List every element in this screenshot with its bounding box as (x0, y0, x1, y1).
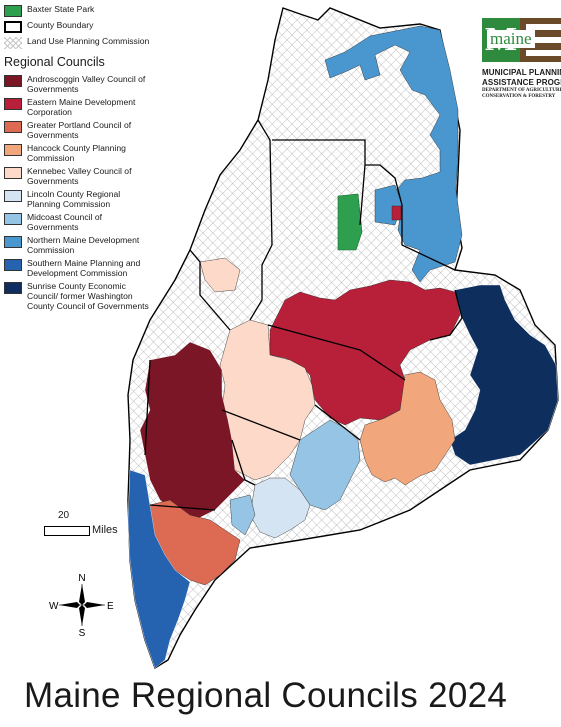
legend-item-council: Midcoast Council of Governments (4, 212, 154, 232)
council-swatch (4, 144, 22, 156)
logo-line3: DEPARTMENT OF AGRICULTURE (482, 88, 561, 93)
council-swatch (4, 213, 22, 225)
compass-w: W (49, 601, 59, 612)
mpap-logo: M MUNICIPAL PLANNING ASSISTANCE PROGRAM … (482, 18, 561, 99)
logo-mark: M (482, 18, 561, 62)
legend-item-council: Sunrise County Economic Council/ former … (4, 281, 154, 311)
council-swatch (4, 167, 22, 179)
council-swatch (4, 236, 22, 248)
page-title: Maine Regional Councils 2024 (24, 676, 508, 715)
legend-item-council: Kennebec Valley Council of Governments (4, 166, 154, 186)
legend-label: County Boundary (27, 20, 94, 30)
council-label: Northern Maine Development Commission (27, 235, 140, 255)
swatch-county-boundary (4, 21, 22, 33)
region-lincoln (249, 477, 311, 539)
council-list: Androscoggin Valley Council of Governmen… (4, 74, 154, 311)
region-hancock (359, 371, 456, 486)
region-androscoggin (139, 341, 246, 521)
council-swatch (4, 282, 22, 294)
swatch-baxter (4, 5, 22, 17)
region-sunrise-county (449, 284, 559, 466)
logo-line1: MUNICIPAL PLANNING (482, 68, 561, 77)
legend-item-council: Hancock County Planning Commission (4, 143, 154, 163)
council-label: Kennebec Valley Council of Governments (27, 166, 132, 186)
legend-item-council: Eastern Maine Development Corporation (4, 97, 154, 117)
council-label: Eastern Maine Development Corporation (27, 97, 136, 117)
council-label: Sunrise County Economic Council/ former … (27, 281, 149, 311)
scale-bar-graphic (44, 526, 90, 536)
swatch-lupc (4, 37, 22, 49)
compass-s: S (79, 628, 86, 638)
council-swatch (4, 259, 22, 271)
council-label: Lincoln County Regional Planning Commiss… (27, 189, 121, 209)
logo-word: maine (487, 30, 535, 48)
council-swatch (4, 190, 22, 202)
council-swatch (4, 98, 22, 110)
compass-rose-icon: N S W E (49, 573, 114, 638)
legend-label: Land Use Planning Commission (27, 36, 150, 46)
legend-item-lupc: Land Use Planning Commission (4, 36, 154, 49)
baxter-state-park (337, 193, 363, 251)
legend-item-county-boundary: County Boundary (4, 20, 154, 33)
scale-unit: Miles (92, 524, 118, 536)
legend-item-council: Androscoggin Valley Council of Governmen… (4, 74, 154, 94)
maine-map (127, 7, 559, 670)
legend: Baxter State Park County Boundary Land U… (4, 4, 154, 314)
logo-line4: CONSERVATION & FORESTRY (482, 94, 556, 99)
compass-e: E (107, 601, 114, 612)
legend-item-council: Greater Portland Council of Governments (4, 120, 154, 140)
council-label: Hancock County Planning Commission (27, 143, 126, 163)
council-swatch (4, 121, 22, 133)
county-boundaries (144, 119, 463, 511)
council-label: Greater Portland Council of Governments (27, 120, 132, 140)
legend-section-title: Regional Councils (4, 55, 105, 69)
legend-item-council: Lincoln County Regional Planning Commiss… (4, 189, 154, 209)
council-label: Midcoast Council of Governments (27, 212, 102, 232)
legend-item-council: Northern Maine Development Commission (4, 235, 154, 255)
council-swatch (4, 75, 22, 87)
scale-value: 20 (58, 510, 70, 521)
council-label: Androscoggin Valley Council of Governmen… (27, 74, 146, 94)
region-midcoast (289, 419, 361, 511)
council-label: Southern Maine Planning and Development … (27, 258, 141, 278)
region-southern-maine (127, 469, 191, 669)
legend-label: Baxter State Park (27, 4, 95, 14)
logo-line2: ASSISTANCE PROGRAM (482, 78, 561, 87)
legend-item-council: Southern Maine Planning and Development … (4, 258, 154, 278)
legend-item-baxter: Baxter State Park (4, 4, 154, 17)
compass-n: N (78, 573, 85, 584)
